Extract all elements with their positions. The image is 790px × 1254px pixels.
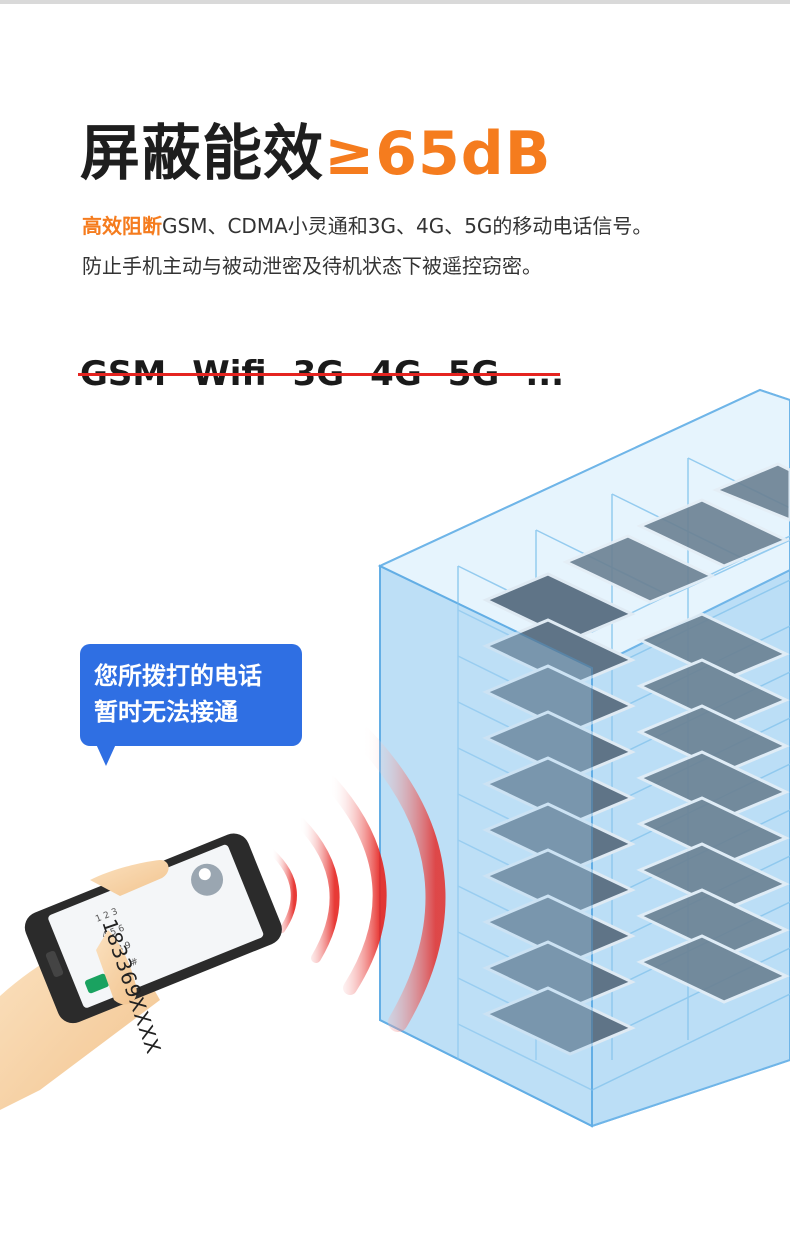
shielding-cabinet xyxy=(377,388,790,1128)
description-line-1-text: GSM、CDMA小灵通和3G、4G、5G的移动电话信号。 xyxy=(162,214,653,238)
headline-value: ≥65dB xyxy=(324,119,552,189)
hand-with-phone: 1 2 3 4 5 6 7 8 9 * 0 # xyxy=(0,833,282,1110)
top-divider xyxy=(0,0,790,4)
shielding-illustration: 1 2 3 4 5 6 7 8 9 * 0 # xyxy=(0,388,790,1128)
speech-bubble: 您所拨打的电话 暂时无法接通 xyxy=(80,644,302,766)
headline: 屏蔽能效≥65dB xyxy=(80,118,551,190)
description-line-1: 高效阻断GSM、CDMA小灵通和3G、4G、5G的移动电话信号。 xyxy=(82,206,772,246)
bubble-tail xyxy=(96,744,116,766)
headline-main: 屏蔽能效 xyxy=(80,119,324,189)
description: 高效阻断GSM、CDMA小灵通和3G、4G、5G的移动电话信号。 防止手机主动与… xyxy=(82,206,772,286)
description-highlight: 高效阻断 xyxy=(82,214,162,238)
description-line-2: 防止手机主动与被动泄密及待机状态下被遥控窃密。 xyxy=(82,254,542,278)
signal-waves xyxy=(269,726,446,1032)
bubble-line-2: 暂时无法接通 xyxy=(94,698,238,726)
bubble-line-1: 您所拨打的电话 xyxy=(94,662,262,690)
strikethrough-line xyxy=(78,373,560,376)
